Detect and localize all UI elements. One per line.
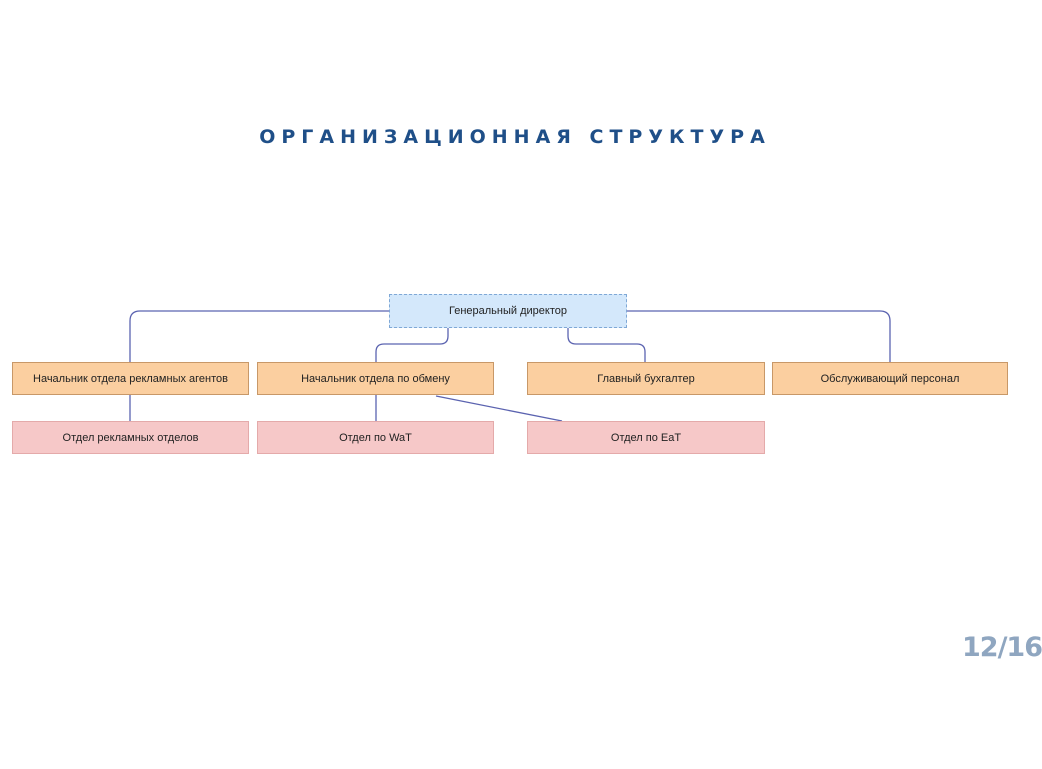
connector-director-exchange (375, 328, 449, 362)
node-service-staff: Обслуживающий персонал (772, 362, 1008, 395)
connector-director-accountant (567, 328, 646, 362)
slide-title: ОРГАНИЗАЦИОННАЯ СТРУКТУРА (259, 126, 771, 148)
node-general-director: Генеральный директор (389, 294, 627, 328)
node-dept-eat: Отдел по EaT (527, 421, 765, 454)
node-head-ad-agents: Начальник отдела рекламных агентов (12, 362, 249, 395)
node-head-exchange: Начальник отдела по обмену (257, 362, 494, 395)
node-dept-wat: Отдел по WaT (257, 421, 494, 454)
connector-director-ad-agents (129, 310, 389, 362)
node-chief-accountant: Главный бухгалтер (527, 362, 765, 395)
page-number: 12/16 (962, 632, 1042, 663)
connector-exchange-eat (435, 395, 563, 422)
node-dept-advertising: Отдел рекламных отделов (12, 421, 249, 454)
connector-director-service (627, 310, 891, 362)
